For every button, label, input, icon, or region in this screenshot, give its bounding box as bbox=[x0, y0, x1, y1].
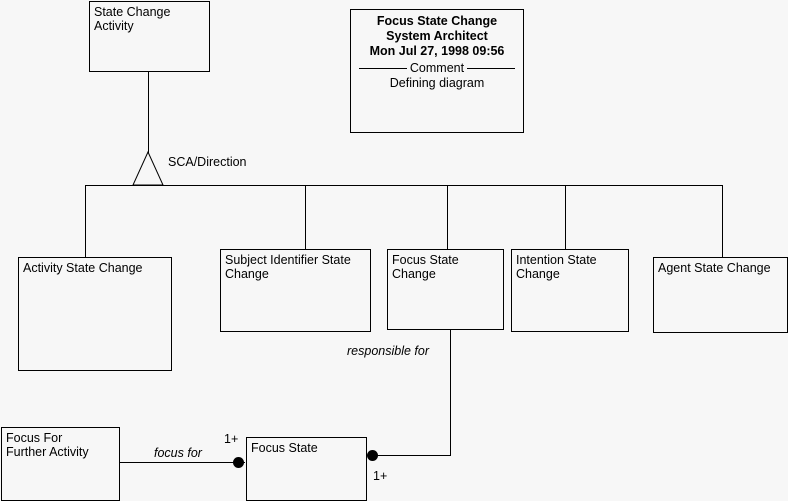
comment-separator: Comment bbox=[359, 61, 515, 75]
multiplicity-focus-state-right: 1+ bbox=[373, 469, 388, 483]
class-box-focus-for-further-activity[interactable]: Focus For Further Activity bbox=[1, 427, 120, 501]
comment-separator-label: Comment bbox=[409, 61, 465, 75]
connector-to-subject-identifier-state-change bbox=[305, 185, 306, 249]
focus-for-association-line bbox=[120, 462, 245, 463]
responsible-for-vertical-line bbox=[450, 330, 451, 456]
class-box-focus-state[interactable]: Focus State bbox=[246, 437, 367, 501]
class-box-intention-state-change[interactable]: Intention State Change bbox=[511, 249, 629, 332]
generalization-triangle-icon bbox=[132, 150, 164, 186]
diagram-tool-name: System Architect bbox=[386, 29, 488, 43]
responsible-for-label: responsible for bbox=[347, 344, 429, 358]
focus-for-label: focus for bbox=[154, 446, 202, 460]
diagram-title-block[interactable]: Focus State Change System Architect Mon … bbox=[350, 9, 524, 133]
connector-to-activity-state-change bbox=[85, 185, 86, 257]
class-box-activity-state-change[interactable]: Activity State Change bbox=[18, 257, 172, 371]
association-ball-focus-state-right bbox=[367, 450, 378, 461]
diagram-comment-text: Defining diagram bbox=[389, 76, 485, 90]
class-box-agent-state-change[interactable]: Agent State Change bbox=[653, 257, 788, 333]
multiplicity-focus-state-left: 1+ bbox=[224, 432, 239, 446]
connector-to-focus-state-change bbox=[447, 185, 448, 249]
diagram-title: Focus State Change bbox=[376, 14, 498, 28]
connector-to-intention-state-change bbox=[565, 185, 566, 249]
class-box-state-change-activity[interactable]: State Change Activity bbox=[89, 1, 210, 72]
separator-rule-right bbox=[467, 67, 515, 69]
class-box-focus-state-change[interactable]: Focus State Change bbox=[387, 249, 504, 330]
separator-rule-left bbox=[359, 67, 407, 69]
generalization-bus-line bbox=[85, 185, 723, 186]
diagram-timestamp: Mon Jul 27, 1998 09:56 bbox=[369, 44, 505, 58]
connector-to-agent-state-change bbox=[722, 185, 723, 257]
generalization-label: SCA/Direction bbox=[168, 155, 247, 169]
association-ball-focus-state-left bbox=[233, 457, 244, 468]
class-box-subject-identifier-state-change[interactable]: Subject Identifier State Change bbox=[220, 249, 371, 332]
generalization-stem-line bbox=[148, 72, 149, 153]
responsible-for-horizontal-line bbox=[377, 455, 451, 456]
